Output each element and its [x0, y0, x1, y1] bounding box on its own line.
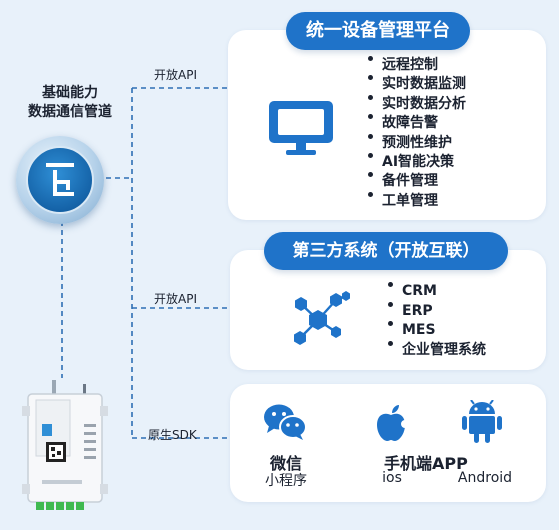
apple-icon	[377, 405, 408, 441]
logo-glyph-icon	[46, 163, 74, 196]
apps-panel	[230, 384, 546, 502]
gateway-device	[22, 380, 108, 514]
platform-item-realtime-analysis: 实时数据分析	[366, 94, 466, 114]
third-party-item-enterprise: 企业管理系统	[386, 340, 486, 361]
platform-logo	[16, 136, 104, 224]
network-nodes-icon	[294, 291, 350, 345]
ios-label: ios	[382, 470, 402, 486]
platform-item-realtime-monitoring: 实时数据监测	[366, 75, 466, 94]
wechat-label: 微信	[269, 454, 302, 473]
monitor-icon	[269, 101, 333, 155]
left-title: 基础能力 数据通信管道	[14, 84, 126, 122]
left-title-line2: 数据通信管道	[28, 104, 112, 120]
platform-item-spare-parts: 备件管理	[366, 172, 466, 191]
connector-label-mid: 开放API	[154, 292, 197, 306]
platform-panel-title: 统一设备管理平台	[286, 12, 470, 50]
mobile-app-label: 手机端APP	[384, 454, 468, 473]
third-party-item-erp: ERP	[386, 301, 486, 322]
platform-item-predictive-maintenance: 预测性维护	[366, 133, 466, 153]
platform-item-ai-decision: AI智能决策	[366, 153, 466, 172]
third-party-item-mes: MES	[386, 321, 486, 341]
platform-item-remote-control: 远程控制	[366, 56, 466, 75]
platform-item-work-order: 工单管理	[366, 191, 466, 211]
platform-feature-list: 远程控制 实时数据监测 实时数据分析 故障告警 预测性维护 AI智能决策 备件管…	[366, 56, 466, 211]
third-party-list: CRM ERP MES 企业管理系统	[386, 282, 486, 360]
left-title-line1: 基础能力	[42, 85, 98, 101]
third-party-panel-title: 第三方系统（开放互联）	[264, 232, 508, 270]
third-party-item-crm: CRM	[386, 282, 486, 302]
platform-logo-inner	[26, 146, 94, 214]
connector-label-bottom: 原生SDK	[148, 428, 197, 442]
wechat-icon	[264, 404, 307, 440]
platform-item-fault-alarm: 故障告警	[366, 114, 466, 133]
wechat-sub-label: 小程序	[265, 473, 307, 489]
connector-label-top: 开放API	[154, 68, 197, 82]
android-label: Android	[457, 470, 513, 486]
third-party-panel	[230, 250, 546, 370]
gateway-device-icon	[22, 380, 108, 510]
android-icon	[462, 400, 502, 443]
